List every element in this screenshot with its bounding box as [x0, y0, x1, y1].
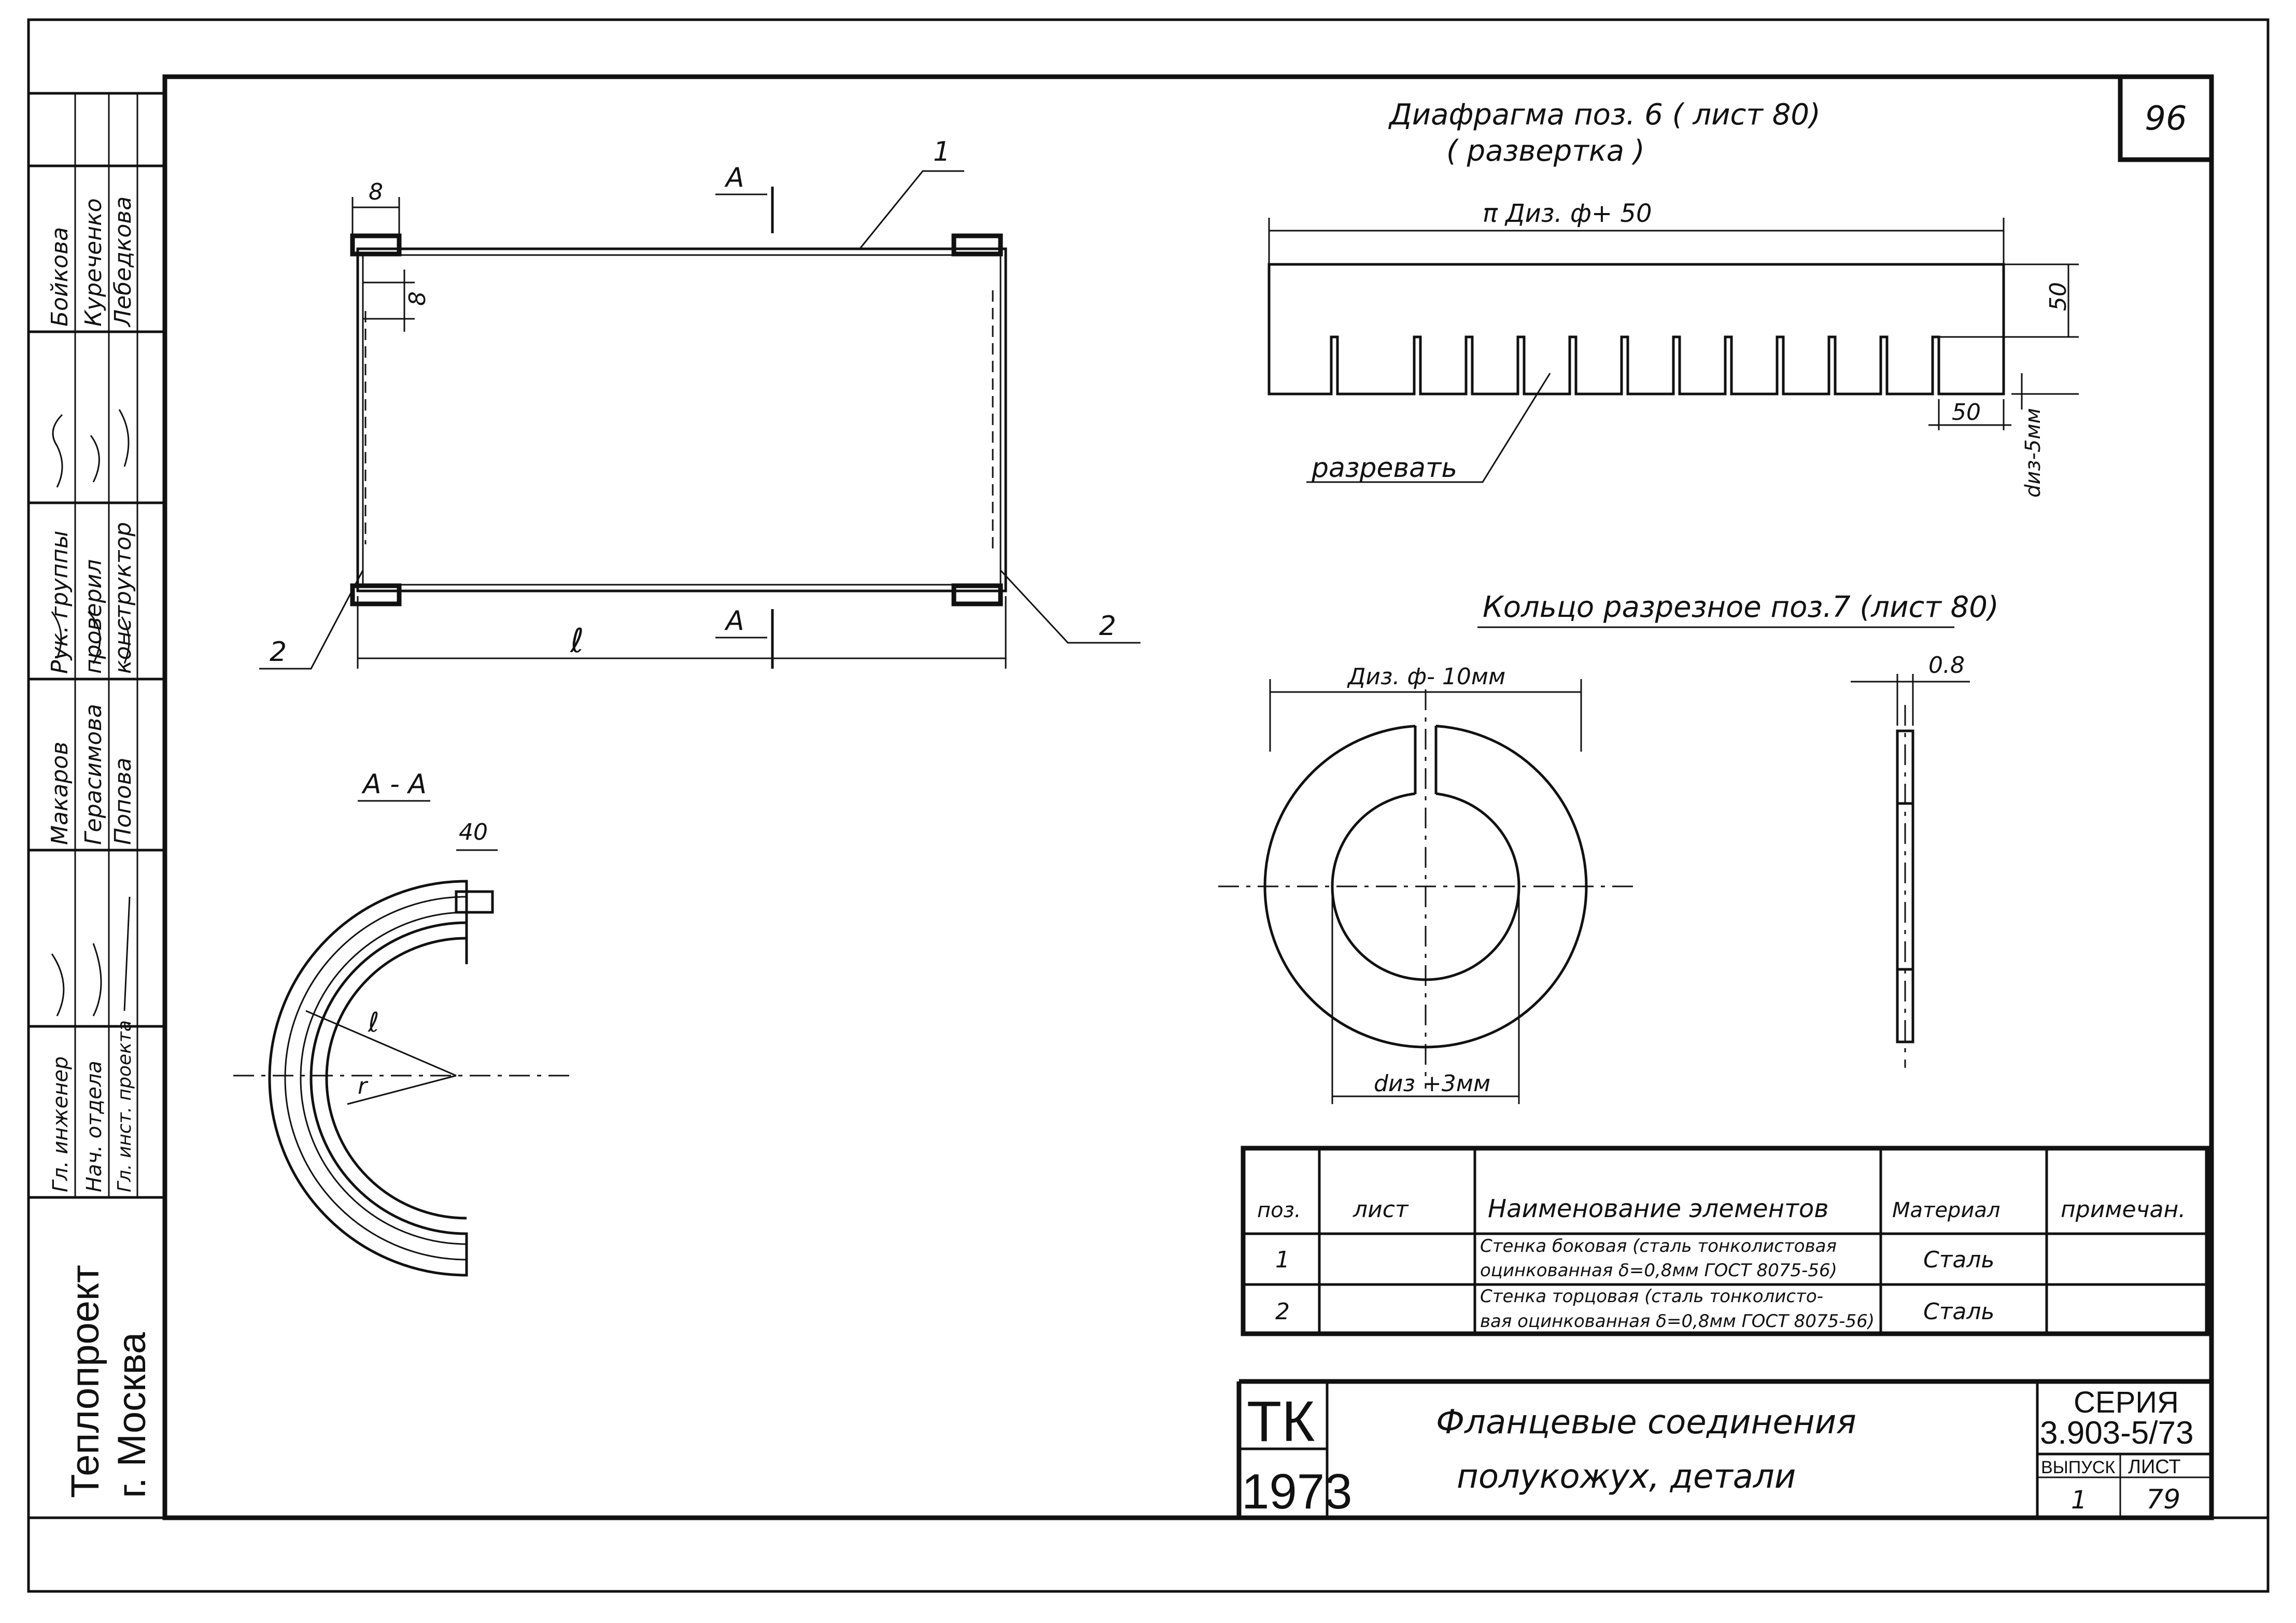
- cylinder-view: 8 8 A A ℓ 1 2 2: [259, 136, 1140, 670]
- title-block: ТК 1973 Фланцевые соединения полукожух, …: [1236, 1379, 2212, 1519]
- ring-view: Кольцо разрезное поз.7 (лист 80) Диз. ф-…: [1218, 590, 1999, 1104]
- ring-inner-dim: dиз +3мм: [1374, 1070, 1490, 1097]
- row2-name-2: вая оцинкованная δ=0,8мм ГОСТ 8075-56): [1480, 1311, 1875, 1332]
- cut-label: разревать: [1311, 453, 1457, 484]
- ring-outer-dim: Диз. ф- 10мм: [1347, 664, 1505, 690]
- tb-title-1: Фланцевые соединения: [1436, 1403, 1856, 1442]
- tb-issue-label: ВЫПУСК: [2041, 1458, 2115, 1477]
- tb-series-value: 3.903-5/73: [2040, 1415, 2193, 1451]
- row2-material: Сталь: [1923, 1299, 1994, 1325]
- diaphragm-length: π Диз. ф+ 50: [1483, 199, 1652, 228]
- name-group-2b: Герасимова: [80, 704, 107, 845]
- tb-code: ТК: [1247, 1390, 1315, 1453]
- role-group-2: Гл. инженер: [49, 1056, 73, 1192]
- dim-side: 8: [404, 291, 431, 306]
- section-aa-dim: 40: [459, 819, 488, 845]
- org-line-2: г. Москва: [110, 1332, 154, 1498]
- section-aa: А - А 40 ℓ r: [233, 769, 575, 1277]
- tb-sheet-value: 79: [2146, 1484, 2180, 1515]
- role-group-2c: Гл. инст. проекта: [114, 1020, 135, 1192]
- th-note: примечан.: [2061, 1196, 2186, 1223]
- row1-name-2: оцинкованная δ=0,8мм ГОСТ 8075-56): [1480, 1260, 1837, 1281]
- th-name: Наименование элементов: [1488, 1194, 1829, 1223]
- org-line-1: Теплопроект: [63, 1265, 107, 1498]
- tb-title-2: полукожух, детали: [1457, 1458, 1796, 1496]
- radius-big: ℓ: [368, 1007, 379, 1038]
- name-group-1c: Лебедкова: [110, 196, 136, 328]
- section-mark-bottom: A: [724, 605, 744, 637]
- diaphragm-subtitle: ( развертка ): [1446, 134, 1645, 168]
- row1-material: Сталь: [1923, 1247, 1994, 1273]
- row1-name-1: Стенка боковая (сталь тонколистовая: [1480, 1236, 1837, 1257]
- row2-pos: 2: [1275, 1299, 1290, 1325]
- th-material: Материал: [1892, 1198, 2000, 1222]
- tb-issue-value: 1: [2071, 1486, 2087, 1515]
- name-group-2c: Попова: [110, 757, 136, 845]
- tb-year: 1973: [1242, 1464, 1353, 1519]
- row2-name-1: Стенка торцовая (сталь тонколисто-: [1480, 1286, 1823, 1307]
- length-label: ℓ: [570, 622, 584, 660]
- outer-border: [27, 18, 2270, 1593]
- diaphragm-height: 50: [2045, 282, 2072, 311]
- signature-strip: Рук. группы проверил конструктор Бойкова…: [29, 93, 165, 1498]
- role-group-1c: конструктор: [110, 522, 136, 674]
- section-mark-top: A: [724, 162, 744, 193]
- leader-2-left: 2: [270, 637, 287, 668]
- page-number-box: 96: [2118, 74, 2214, 162]
- role-group-1b: проверил: [80, 559, 107, 674]
- row1-pos: 1: [1275, 1247, 1290, 1273]
- diaphragm-view: Диафрагма поз. 6 ( лист 80) ( развертка …: [1267, 98, 2079, 498]
- th-pos: поз.: [1257, 1198, 1301, 1222]
- leader-1: 1: [933, 136, 950, 167]
- ring-thickness: 0.8: [1928, 652, 1965, 679]
- role-group-2b: Нач. отдела: [82, 1061, 106, 1192]
- th-sheet: лист: [1353, 1196, 1409, 1223]
- name-group-1b: Куреченко: [80, 198, 107, 327]
- spec-table: поз. лист Наименование элементов Материа…: [1241, 1146, 2210, 1336]
- diaphragm-outline: [1267, 263, 2005, 396]
- tb-sheet-label: ЛИСТ: [2128, 1456, 2181, 1478]
- ring-title: Кольцо разрезное поз.7 (лист 80): [1483, 590, 1999, 624]
- name-group-1: Бойкова: [47, 227, 73, 327]
- radius-small: r: [358, 1073, 369, 1099]
- name-group-2: Макаров: [47, 742, 73, 845]
- diaphragm-vertical-dim: dиз-5мм: [2021, 408, 2045, 498]
- signature-scribble: [51, 409, 131, 1017]
- page-number: 96: [2145, 100, 2187, 138]
- section-aa-title: А - А: [361, 769, 427, 800]
- dim-top: 8: [369, 179, 383, 205]
- diaphragm-slot: 50: [1952, 399, 1981, 426]
- tb-series-label: СЕРИЯ: [2074, 1386, 2179, 1419]
- diaphragm-title: Диафрагма поз. 6 ( лист 80): [1388, 98, 1821, 132]
- leader-2-right: 2: [1099, 611, 1116, 642]
